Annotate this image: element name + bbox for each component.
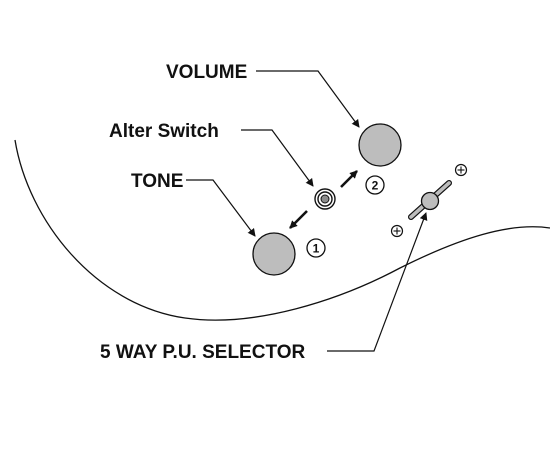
- body-outline: [14, 139, 550, 321]
- volume-knob[interactable]: [358, 123, 402, 167]
- marker-one: 1: [306, 238, 326, 258]
- plus-screw-icon: [390, 224, 404, 238]
- plus-screw-icon: [454, 163, 468, 177]
- marker-one-text: 1: [313, 242, 320, 256]
- marker-two: 2: [365, 175, 385, 195]
- selector-lever-icon[interactable]: [408, 180, 452, 220]
- marker-two-text: 2: [372, 179, 379, 193]
- tone-leader: [186, 179, 256, 237]
- selector-leader: [327, 212, 428, 352]
- volume-label: VOLUME: [166, 62, 247, 83]
- alter-switch-icon[interactable]: [314, 188, 336, 210]
- tone-label: TONE: [131, 171, 183, 192]
- alter-switch-leader: [241, 129, 314, 187]
- selector-label: 5 WAY P.U. SELECTOR: [100, 342, 305, 363]
- alter-switch-label: Alter Switch: [109, 121, 219, 142]
- volume-leader: [256, 70, 360, 128]
- arrow-icon: [289, 210, 308, 229]
- tone-knob[interactable]: [252, 232, 296, 276]
- arrow-icon: [340, 170, 358, 188]
